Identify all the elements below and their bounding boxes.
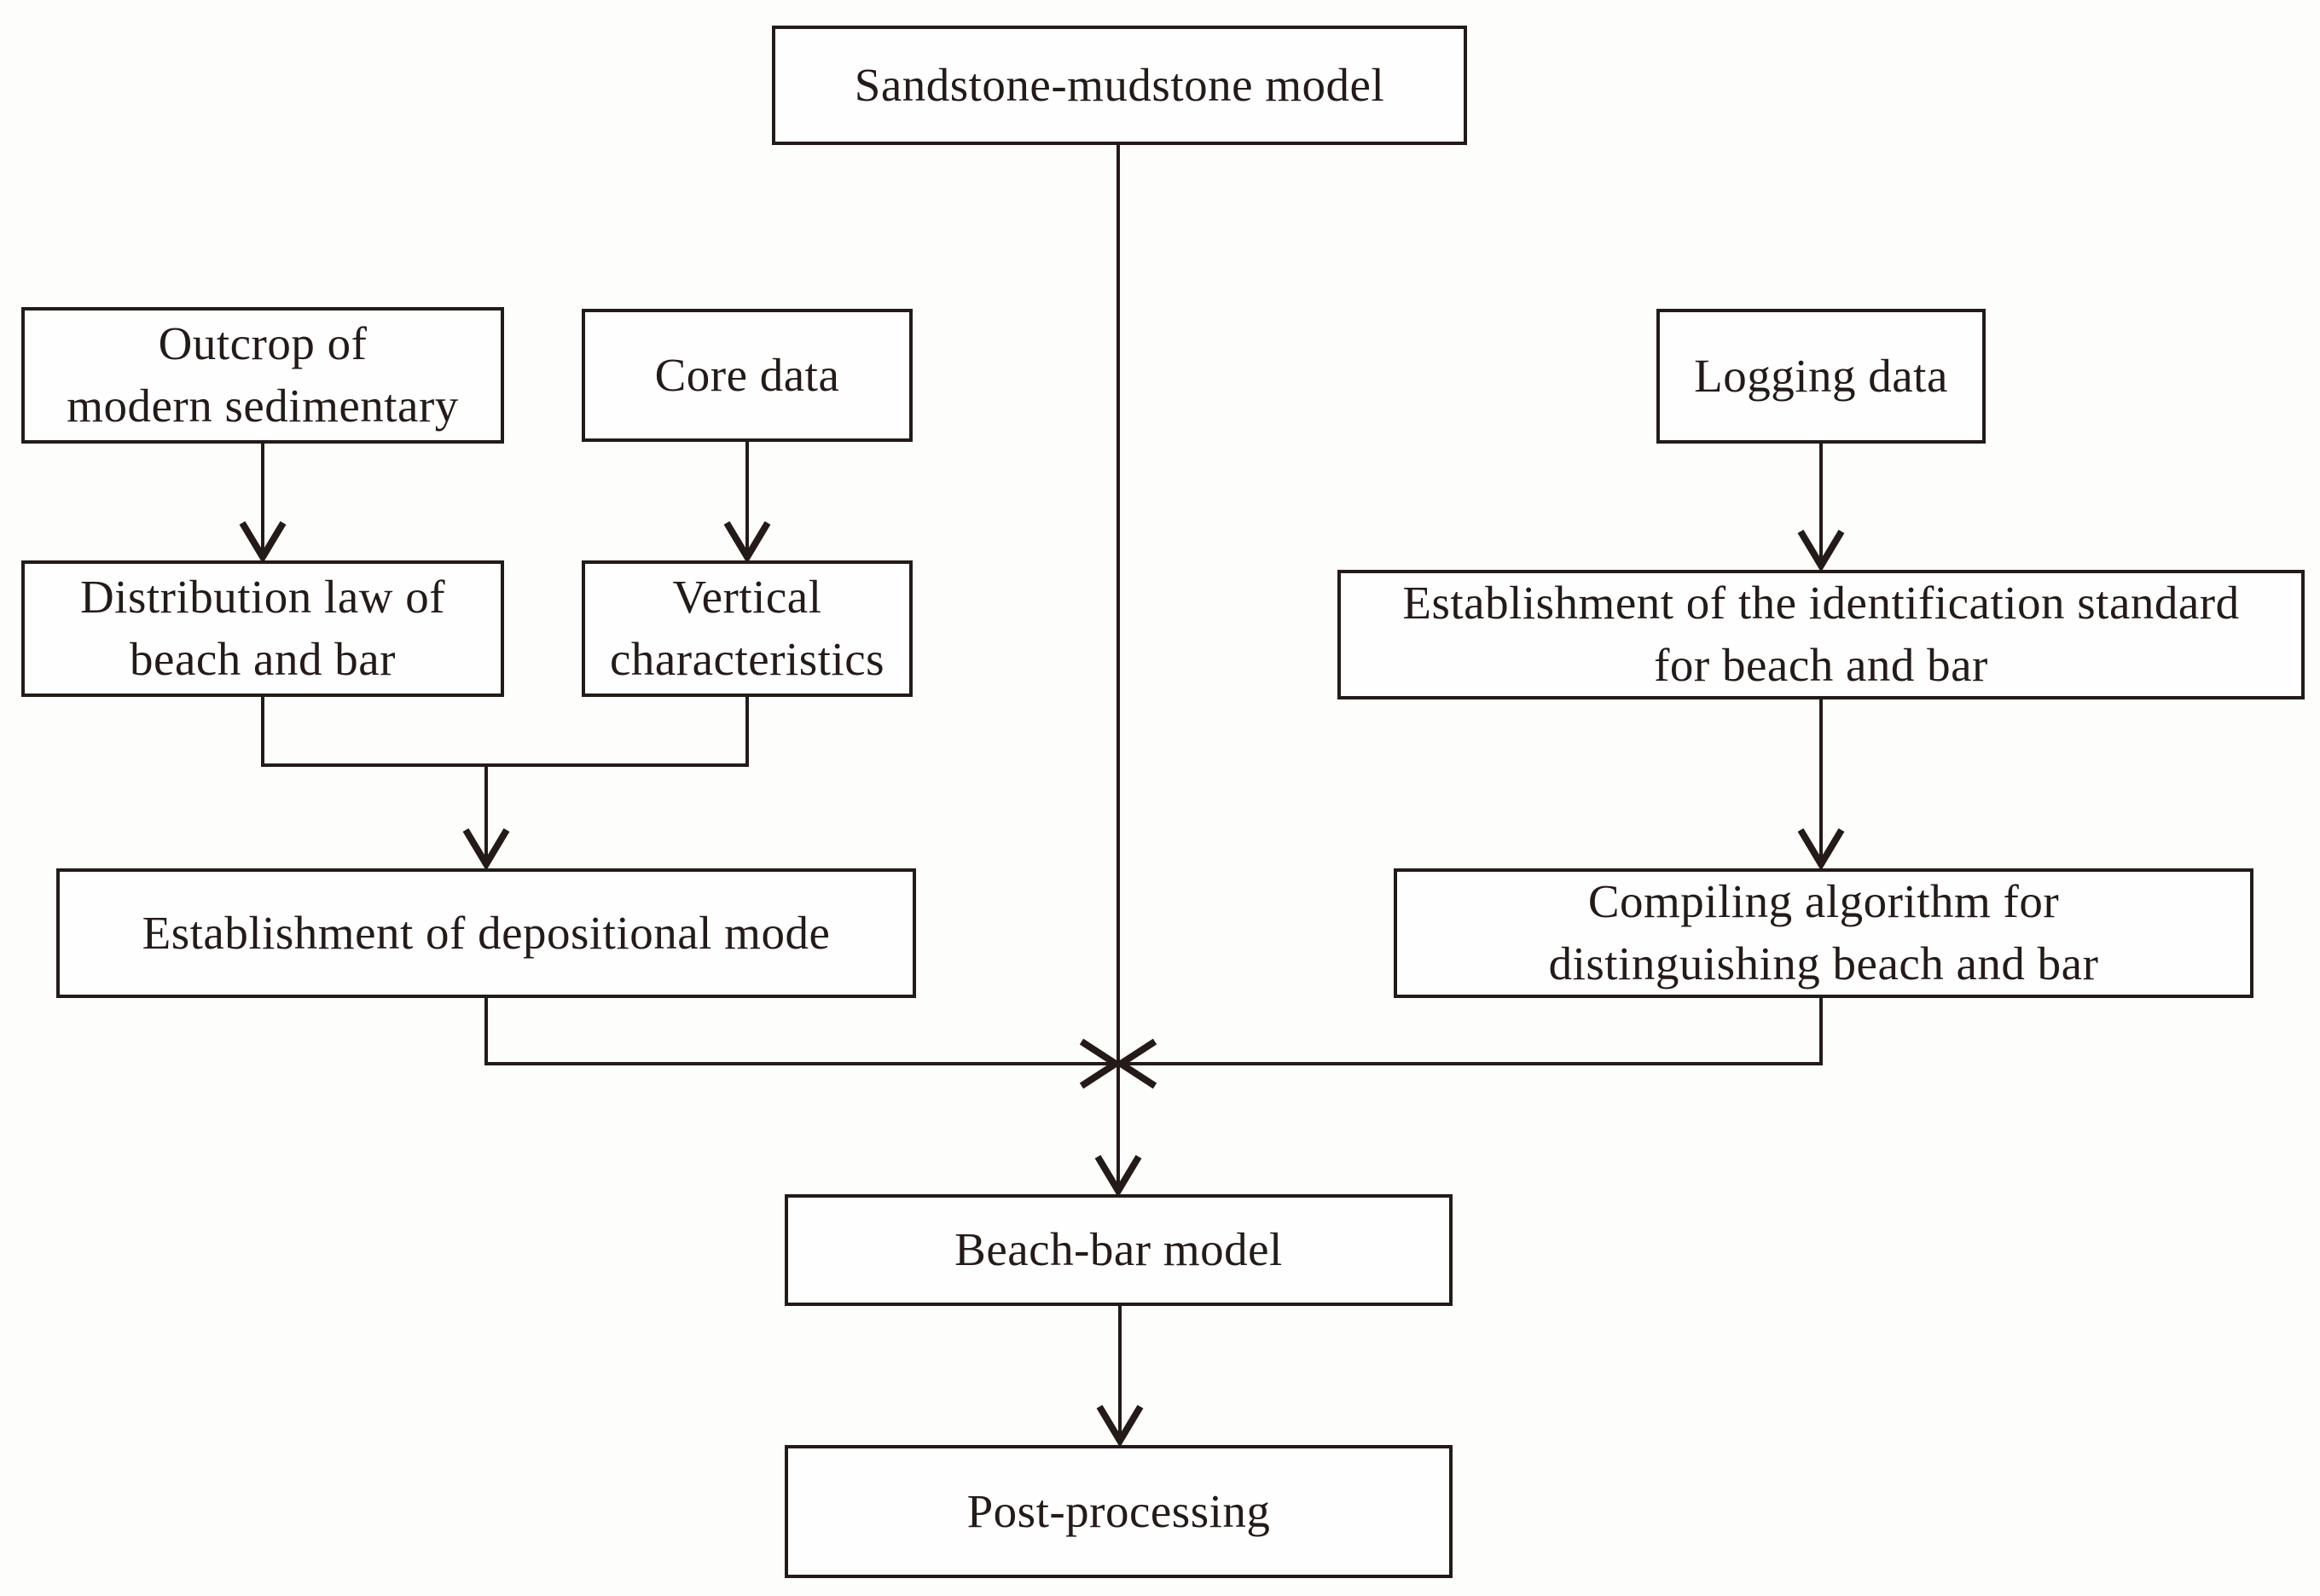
arrowhead-down-post — [1096, 1404, 1144, 1448]
box-post-processing: Post-processing — [785, 1445, 1453, 1578]
box-label-beach-bar-model: Beach-bar model — [954, 1223, 1283, 1276]
box-outcrop: Outcrop of modern sedimentary — [21, 307, 504, 444]
arrowhead-left-merge — [1114, 1038, 1157, 1089]
box-label-compiling-algorithm: Compiling algorithm for distinguishing b… — [1548, 875, 2099, 990]
box-label-distribution-law: Distribution law of beach and bar — [79, 571, 446, 685]
box-depositional-mode: Establishment of depositional mode — [56, 868, 916, 998]
connector-depositional-merge — [484, 998, 1111, 1065]
arrowhead-down-vertical — [723, 520, 771, 564]
box-label-logging-data: Logging data — [1694, 349, 1948, 402]
box-identification-standard: Establishment of the identification stan… — [1337, 570, 2305, 699]
box-compiling-algorithm: Compiling algorithm for distinguishing b… — [1394, 868, 2253, 998]
box-label-depositional-mode: Establishment of depositional mode — [142, 906, 831, 959]
box-label-vertical-characteristics: Vertical characteristics — [609, 571, 885, 685]
arrowhead-down-identification — [1797, 529, 1845, 572]
box-label-identification-standard: Establishment of the identification stan… — [1402, 577, 2240, 691]
box-label-core-data: Core data — [654, 348, 840, 401]
box-label-post-processing: Post-processing — [966, 1484, 1271, 1537]
box-sandstone-mudstone-model: Sandstone-mudstone model — [772, 26, 1467, 145]
arrowhead-down-depositional — [462, 827, 510, 871]
box-logging-data: Logging data — [1656, 309, 1986, 444]
box-core-data: Core data — [582, 309, 913, 442]
arrowhead-down-distribution — [239, 520, 287, 564]
box-label-outcrop: Outcrop of modern sedimentary — [67, 317, 459, 432]
connector-merge-left — [261, 695, 749, 767]
arrowhead-down-compiling — [1797, 827, 1845, 871]
connector-compiling-merge — [1126, 998, 1823, 1065]
box-vertical-characteristics: Vertical characteristics — [582, 560, 913, 697]
box-beach-bar-model: Beach-bar model — [785, 1194, 1453, 1306]
box-label-sandstone-mudstone-model: Sandstone-mudstone model — [854, 58, 1385, 111]
box-distribution-law: Distribution law of beach and bar — [21, 560, 504, 697]
arrowhead-down-beach-bar — [1094, 1154, 1142, 1198]
